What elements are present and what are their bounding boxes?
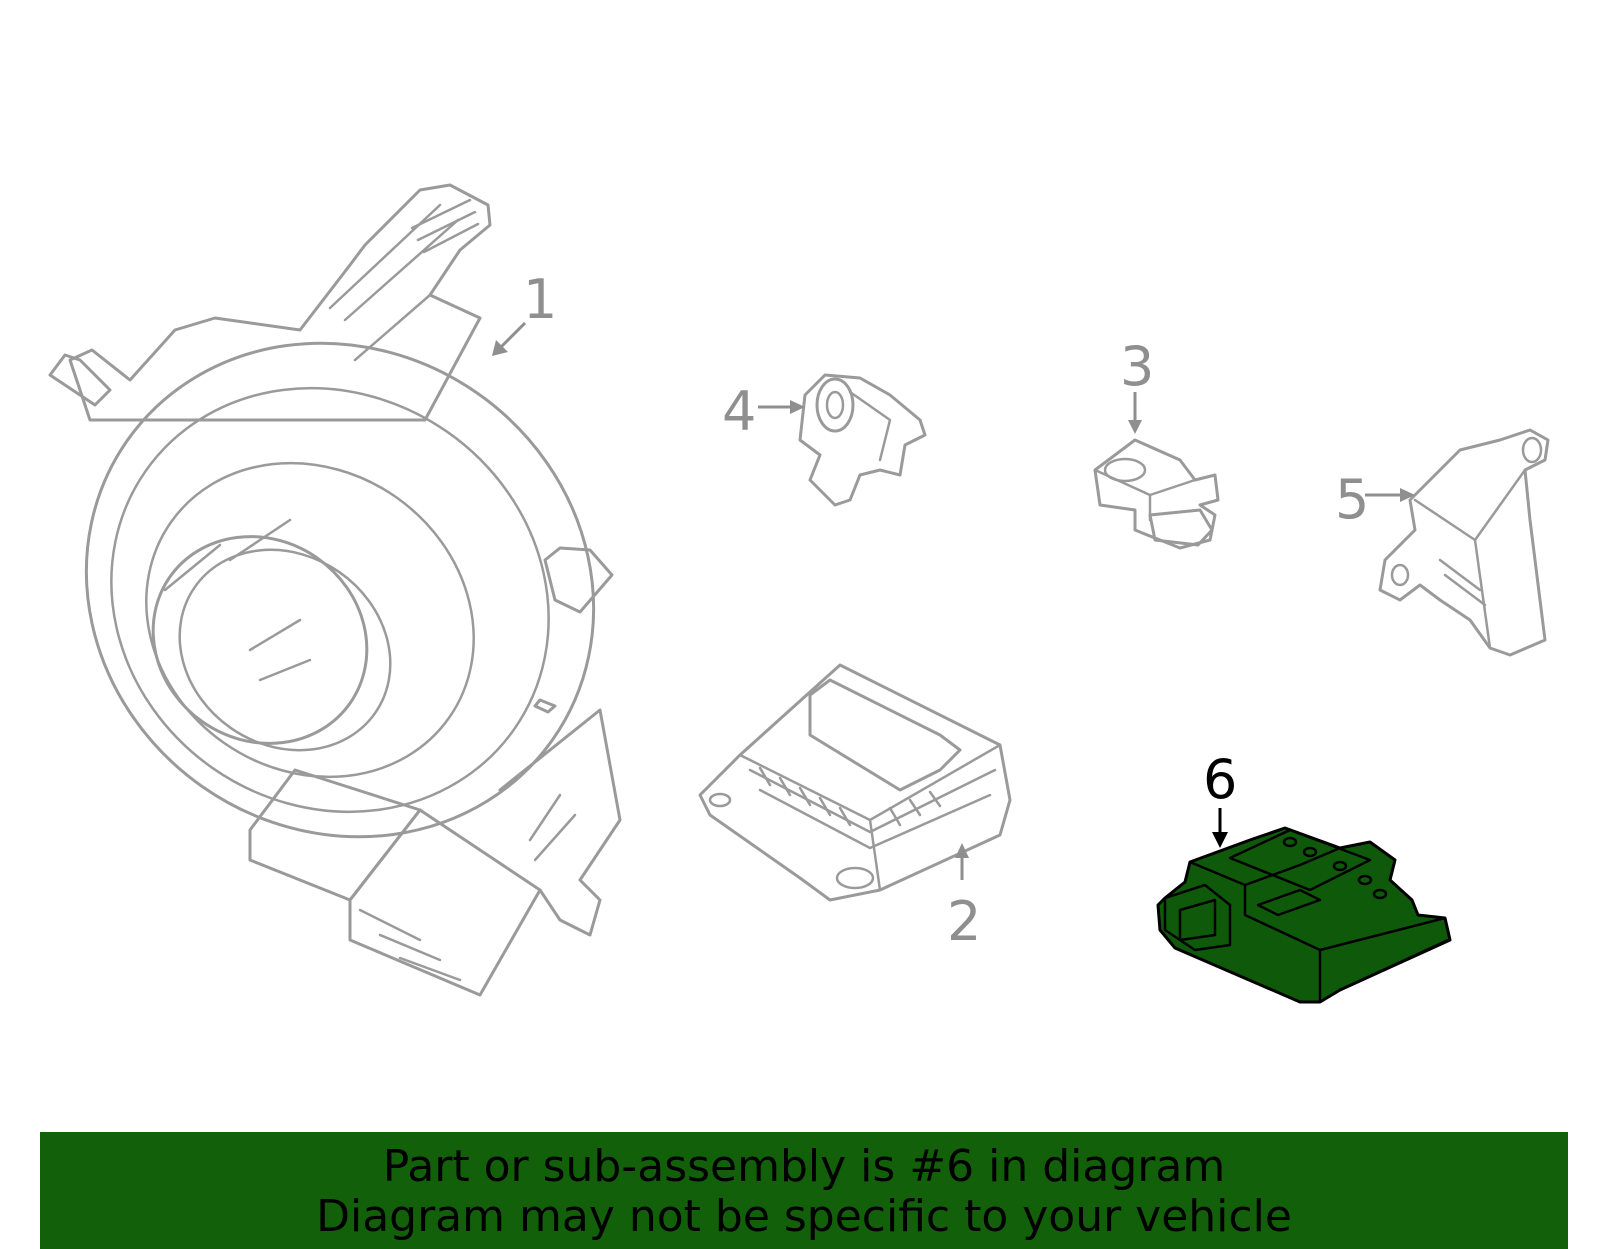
callout-5: 5 bbox=[1335, 468, 1369, 531]
part-3-impact-sensor bbox=[1093, 438, 1220, 550]
callout-6: 6 bbox=[1203, 748, 1237, 811]
callout-arrows bbox=[492, 321, 1415, 880]
part-4-front-sensor bbox=[798, 373, 927, 507]
part-1-clock-spring bbox=[48, 183, 622, 997]
part-2-airbag-module bbox=[698, 663, 1012, 902]
callout-3: 3 bbox=[1120, 335, 1154, 398]
callout-4: 4 bbox=[722, 380, 756, 443]
info-banner: Part or sub-assembly is #6 in diagram Di… bbox=[40, 1132, 1568, 1249]
banner-line-1: Part or sub-assembly is #6 in diagram bbox=[382, 1141, 1226, 1192]
part-5-side-sensor bbox=[1378, 428, 1550, 657]
callout-1: 1 bbox=[523, 268, 557, 331]
callout-2: 2 bbox=[947, 890, 981, 953]
part-6-control-module bbox=[1156, 826, 1452, 1004]
banner-line-2: Diagram may not be specific to your vehi… bbox=[316, 1191, 1292, 1242]
